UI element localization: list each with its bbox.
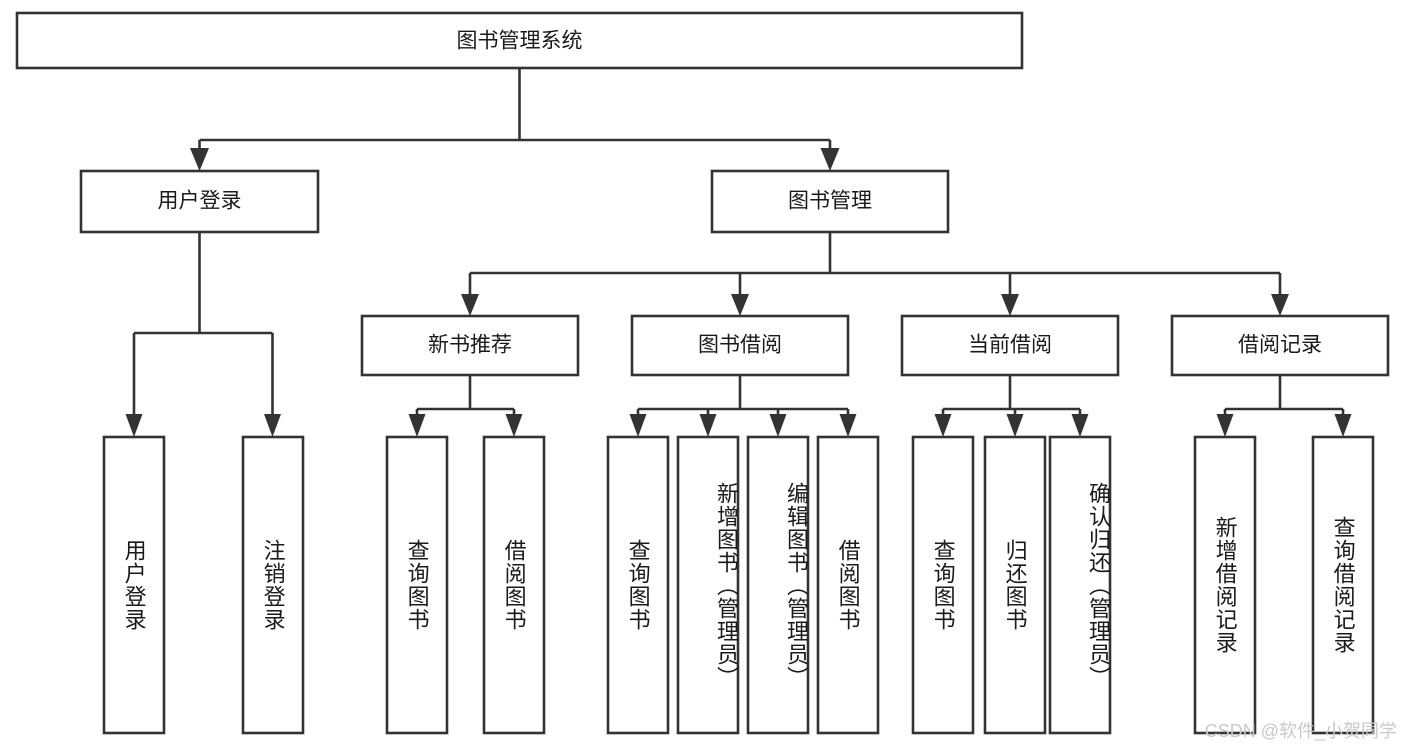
leaf-box-layer — [102, 435, 1375, 735]
edge-book-borrow-bus — [636, 375, 850, 420]
node-root[interactable]: 图书管理系统 — [15, 11, 1024, 70]
node-book-borrow-box[interactable] — [630, 314, 850, 377]
node-new-book-rec[interactable]: 新书推荐 — [360, 314, 580, 377]
arrow-head-leaf-add-book — [699, 414, 717, 437]
node-leaf-logout-box[interactable] — [241, 435, 305, 735]
node-user-login-box[interactable] — [79, 169, 320, 234]
node-leaf-query-record-box[interactable] — [1311, 435, 1375, 735]
arrow-head-current-borrow — [1001, 294, 1019, 316]
arrow-head-leaf-query-book-2 — [629, 414, 647, 437]
node-book-borrow-label: 图书借阅 — [698, 334, 782, 357]
node-current-borrow[interactable]: 当前借阅 — [900, 314, 1120, 377]
node-borrow-record-box[interactable] — [1170, 314, 1390, 377]
node-current-borrow-box[interactable] — [900, 314, 1120, 377]
node-leaf-add-book-box[interactable] — [676, 435, 740, 735]
node-current-borrow-label: 当前借阅 — [968, 334, 1052, 357]
connector-layer — [125, 68, 1352, 437]
node-book-manage-label: 图书管理 — [788, 190, 872, 213]
node-leaf-query-book-3-box[interactable] — [911, 435, 975, 735]
arrow-head-leaf-return-book — [1006, 414, 1024, 437]
edge-root-bus — [198, 68, 832, 154]
arrow-head-leaf-user-login — [125, 414, 143, 437]
arrow-head-book-manage — [820, 148, 840, 171]
node-leaf-borrow-book-1-box[interactable] — [482, 435, 546, 735]
node-leaf-query-book-1-box[interactable] — [385, 435, 449, 735]
arrow-head-leaf-query-book-3 — [934, 414, 952, 437]
node-leaf-user-login-box[interactable] — [102, 435, 166, 735]
node-book-manage-box[interactable] — [710, 169, 950, 234]
edge-new-book-rec-bus — [415, 375, 516, 420]
node-user-login[interactable]: 用户登录 — [79, 169, 320, 234]
node-book-manage[interactable]: 图书管理 — [710, 169, 950, 234]
node-root-box[interactable] — [15, 11, 1024, 70]
arrow-head-leaf-confirm-return — [1071, 414, 1089, 437]
arrow-head-leaf-borrow-book-2 — [839, 414, 857, 437]
node-leaf-query-book-2-box[interactable] — [606, 435, 670, 735]
node-new-book-rec-box[interactable] — [360, 314, 580, 377]
node-leaf-add-record-box[interactable] — [1193, 435, 1257, 735]
node-leaf-edit-book-box[interactable] — [746, 435, 810, 735]
arrow-head-leaf-query-record — [1334, 414, 1352, 437]
arrow-head-leaf-borrow-book-1 — [505, 414, 523, 437]
arrow-head-leaf-logout — [264, 414, 281, 437]
node-leaf-borrow-book-2-box[interactable] — [816, 435, 880, 735]
node-leaf-confirm-return-box[interactable] — [1048, 435, 1112, 735]
node-borrow-record-label: 借阅记录 — [1238, 334, 1322, 357]
node-new-book-rec-label: 新书推荐 — [428, 334, 512, 357]
node-leaf-return-book-box[interactable] — [983, 435, 1047, 735]
arrow-head-leaf-add-record — [1216, 414, 1234, 437]
edge-book-manage-bus — [468, 232, 1282, 300]
csdn-watermark: CSDN @软件_小贺同学 — [1204, 721, 1397, 741]
edge-user-login-bus — [132, 232, 274, 420]
arrow-head-user-login — [190, 148, 209, 171]
arrow-head-new-book-rec — [461, 294, 479, 316]
node-root-label: 图书管理系统 — [457, 30, 583, 53]
node-user-login-label: 用户登录 — [158, 190, 242, 213]
arrow-head-book-borrow — [731, 294, 749, 316]
node-borrow-record[interactable]: 借阅记录 — [1170, 314, 1390, 377]
edge-borrow-record-bus — [1223, 375, 1345, 420]
arrow-head-leaf-query-book-1 — [408, 414, 426, 437]
edge-current-borrow-bus — [941, 375, 1082, 420]
arrow-head-borrow-record — [1271, 294, 1289, 316]
node-book-borrow[interactable]: 图书借阅 — [630, 314, 850, 377]
arrow-head-leaf-edit-book — [769, 414, 787, 437]
